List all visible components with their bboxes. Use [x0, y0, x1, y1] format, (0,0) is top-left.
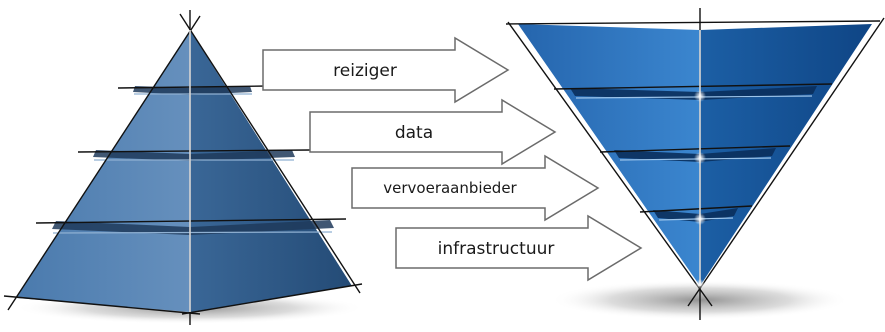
pyramid-left-face [16, 30, 190, 312]
arrow-vervoeraanbieder: vervoeraanbieder [351, 154, 600, 222]
pyramid [3, 10, 365, 325]
arrow-data: data [309, 98, 557, 166]
arrow-label-vervoeraanbieder: vervoeraanbieder [383, 179, 517, 197]
arrow-infrastructuur: infrastructuur [395, 214, 643, 282]
inverted-pyramid-right-face [700, 24, 872, 286]
arrow-reiziger: reiziger [262, 36, 510, 104]
inverted-pyramid [505, 8, 885, 320]
inverted-pyramid-glints [694, 90, 706, 289]
arrow-label-data: data [395, 123, 433, 143]
pyramid-right-face [190, 30, 352, 312]
pyramid-tier-bands [52, 86, 334, 235]
arrow-label-reiziger: reiziger [333, 61, 397, 81]
arrow-label-infrastructuur: infrastructuur [438, 239, 555, 259]
